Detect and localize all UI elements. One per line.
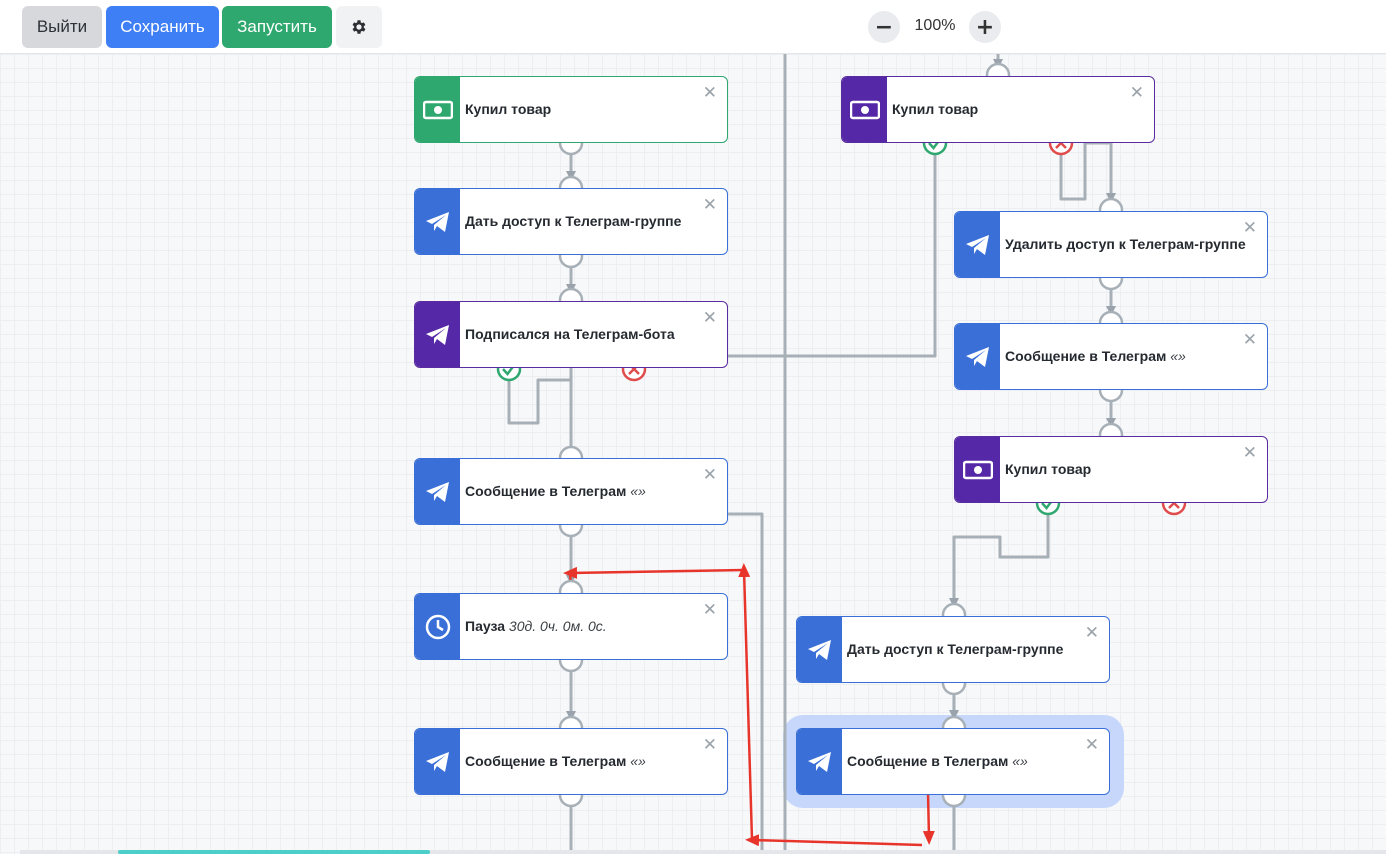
node-telegram-message[interactable]: Сообщение в Телеграм «» ✕ xyxy=(414,728,728,795)
wire xyxy=(728,154,937,358)
node-telegram-message[interactable]: Сообщение в Телеграм «» ✕ xyxy=(414,458,728,525)
close-icon[interactable]: ✕ xyxy=(1242,443,1257,463)
telegram-icon xyxy=(415,189,460,254)
telegram-icon xyxy=(415,729,460,794)
close-icon[interactable]: ✕ xyxy=(702,600,717,620)
node-title: Сообщение в Телеграм «» xyxy=(1005,348,1186,364)
telegram-icon xyxy=(797,617,842,682)
node-pause[interactable]: Пауза 30д. 0ч. 0м. 0с. ✕ xyxy=(414,593,728,660)
node-title: Дать доступ к Телеграм-группе xyxy=(465,213,682,229)
wire xyxy=(507,378,570,425)
wire xyxy=(728,512,764,854)
settings-button[interactable] xyxy=(336,6,382,48)
exit-button[interactable]: Выйти xyxy=(22,6,102,48)
node-subscribed-bot[interactable]: Подписался на Телеграм-бота ✕ xyxy=(414,301,728,368)
zoom-in-button[interactable]: + xyxy=(969,11,1001,43)
clock-icon xyxy=(415,594,460,659)
node-title: Сообщение в Телеграм «» xyxy=(465,483,646,499)
telegram-icon xyxy=(955,212,1000,277)
node-grant-access[interactable]: Дать доступ к Телеграм-группе ✕ xyxy=(414,188,728,255)
close-icon[interactable]: ✕ xyxy=(702,195,717,215)
wire xyxy=(949,515,1050,608)
close-icon[interactable]: ✕ xyxy=(702,735,717,755)
telegram-icon xyxy=(415,302,460,367)
close-icon[interactable]: ✕ xyxy=(702,308,717,328)
zoom-out-button[interactable]: − xyxy=(868,11,900,43)
gear-icon xyxy=(352,20,366,34)
toolbar: Выйти Сохранить Запустить − 100% + xyxy=(0,0,1386,54)
money-icon xyxy=(842,77,887,142)
zoom-level: 100% xyxy=(914,17,956,34)
node-title: Пауза 30д. 0ч. 0м. 0с. xyxy=(465,618,607,634)
close-icon[interactable]: ✕ xyxy=(1084,735,1099,755)
annotation-arrow xyxy=(563,566,745,579)
close-icon[interactable]: ✕ xyxy=(1242,218,1257,238)
save-button[interactable]: Сохранить xyxy=(106,6,219,48)
node-title: Подписался на Телеграм-бота xyxy=(465,326,675,342)
node-bought-product[interactable]: Купил товар ✕ xyxy=(841,76,1155,143)
node-remove-access[interactable]: Удалить доступ к Телеграм-группе ✕ xyxy=(954,211,1268,278)
node-title: Купил товар xyxy=(892,101,979,117)
close-icon[interactable]: ✕ xyxy=(1242,330,1257,350)
telegram-icon xyxy=(415,459,460,524)
node-title: Дать доступ к Телеграм-группе xyxy=(847,641,1064,657)
node-title: Купил товар xyxy=(1005,461,1092,477)
annotation-arrow xyxy=(745,834,923,847)
node-telegram-message-selected[interactable]: Сообщение в Телеграм «» ✕ xyxy=(796,728,1110,795)
node-title: Сообщение в Телеграм «» xyxy=(465,753,646,769)
node-bought-product[interactable]: Купил товар ✕ xyxy=(414,76,728,143)
node-grant-access[interactable]: Дать доступ к Телеграм-группе ✕ xyxy=(796,616,1110,683)
scrollbar-thumb[interactable] xyxy=(118,850,430,854)
node-bought-product[interactable]: Купил товар ✕ xyxy=(954,436,1268,503)
node-title: Купил товар xyxy=(465,101,552,117)
close-icon[interactable]: ✕ xyxy=(1129,83,1144,103)
close-icon[interactable]: ✕ xyxy=(1084,623,1099,643)
node-title: Удалить доступ к Телеграм-группе xyxy=(1005,236,1246,252)
money-icon xyxy=(415,77,460,142)
close-icon[interactable]: ✕ xyxy=(702,83,717,103)
annotation-arrow xyxy=(738,563,754,841)
annotation-arrow xyxy=(922,791,935,845)
money-icon xyxy=(955,437,1000,502)
telegram-icon xyxy=(797,729,842,794)
telegram-icon xyxy=(955,324,1000,389)
node-title: Сообщение в Телеграм «» xyxy=(847,753,1028,769)
node-telegram-message[interactable]: Сообщение в Телеграм «» ✕ xyxy=(954,323,1268,390)
wire xyxy=(1059,141,1116,203)
close-icon[interactable]: ✕ xyxy=(702,465,717,485)
horizontal-scrollbar[interactable] xyxy=(20,850,1386,854)
run-button[interactable]: Запустить xyxy=(222,6,332,48)
